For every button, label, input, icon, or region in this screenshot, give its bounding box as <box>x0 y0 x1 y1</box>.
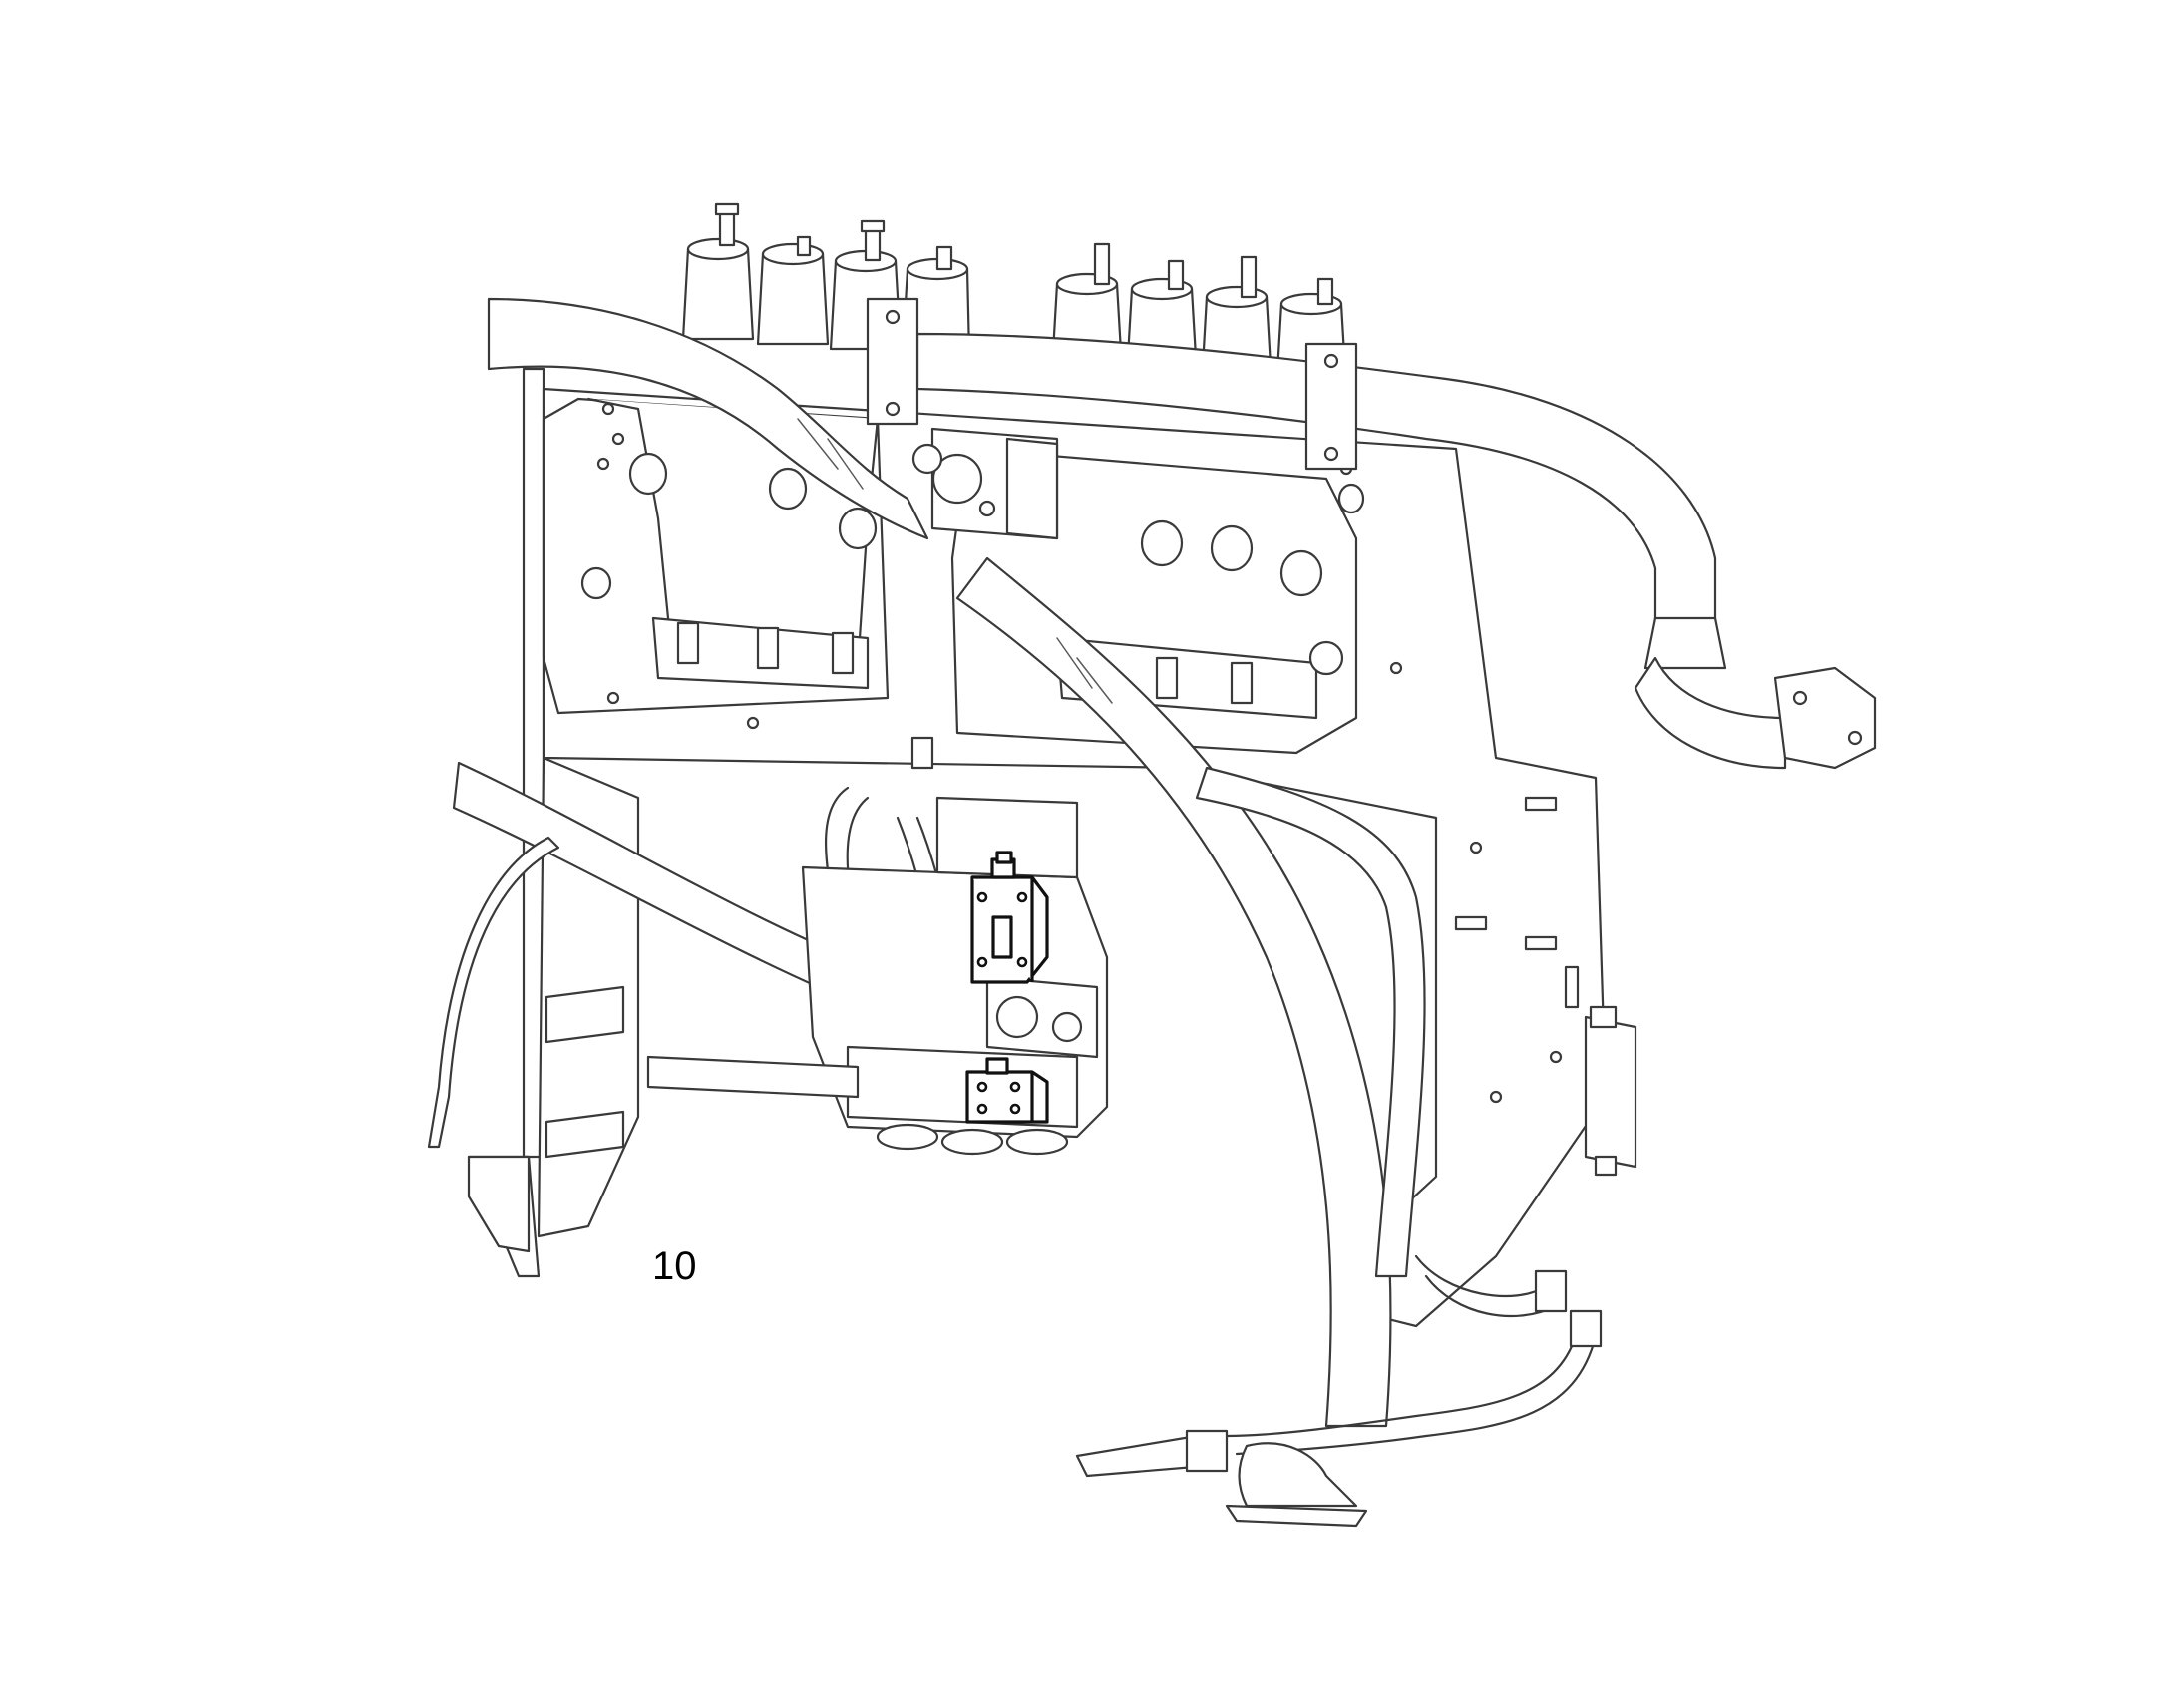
top-crossover-tube <box>915 332 1877 770</box>
drain-hose-right <box>1225 1254 1603 1456</box>
solenoid-valve-upper <box>970 851 1049 984</box>
return-hose <box>1195 766 1426 1278</box>
top-suction-hose-left <box>487 297 929 540</box>
solenoid-valve-lower <box>965 1057 1049 1124</box>
manifold-block-top <box>911 427 1059 540</box>
callout-10-label: 10 <box>652 1244 697 1288</box>
bottom-hose-end <box>1075 1429 1368 1528</box>
right-side-bracket <box>1454 796 1637 1177</box>
upper-left-pump-plate <box>542 397 890 730</box>
pipe-clamp-right <box>1304 342 1358 471</box>
pipe-clamp-left <box>866 297 919 426</box>
